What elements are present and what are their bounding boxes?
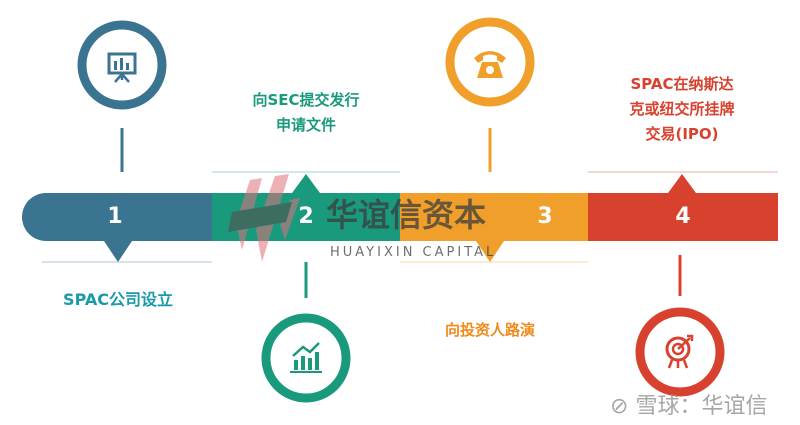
step-1-number: 1 bbox=[107, 204, 123, 229]
target-icon bbox=[635, 307, 725, 397]
segment-1 bbox=[22, 193, 212, 241]
telephone-icon bbox=[445, 17, 535, 107]
step-1-label: SPAC公司设立 bbox=[63, 290, 173, 309]
watermark-cn: 华谊信资本 bbox=[326, 196, 487, 234]
step-4-number: 4 bbox=[675, 204, 691, 229]
step-4-label: SPAC在纳斯达克或纽交所挂牌交易(IPO) bbox=[629, 75, 735, 143]
segment-4 bbox=[588, 193, 778, 241]
source-watermark: ⊘ 雪球：华谊信 bbox=[610, 394, 768, 419]
watermark-en: HUAYIXIN CAPITAL bbox=[330, 245, 497, 260]
segment-3 bbox=[400, 193, 588, 241]
step-3-label: 向投资人路演 bbox=[444, 321, 536, 339]
presentation-board-icon bbox=[77, 20, 167, 110]
step-2-number: 2 bbox=[298, 204, 314, 229]
xueqiu-logo-icon: ⊘ bbox=[610, 394, 636, 419]
step-3-number: 3 bbox=[537, 204, 553, 229]
step-2-label: 向SEC提交发行申请文件 bbox=[252, 91, 360, 134]
huayixin-logo bbox=[228, 174, 300, 262]
growth-chart-icon bbox=[261, 313, 351, 403]
